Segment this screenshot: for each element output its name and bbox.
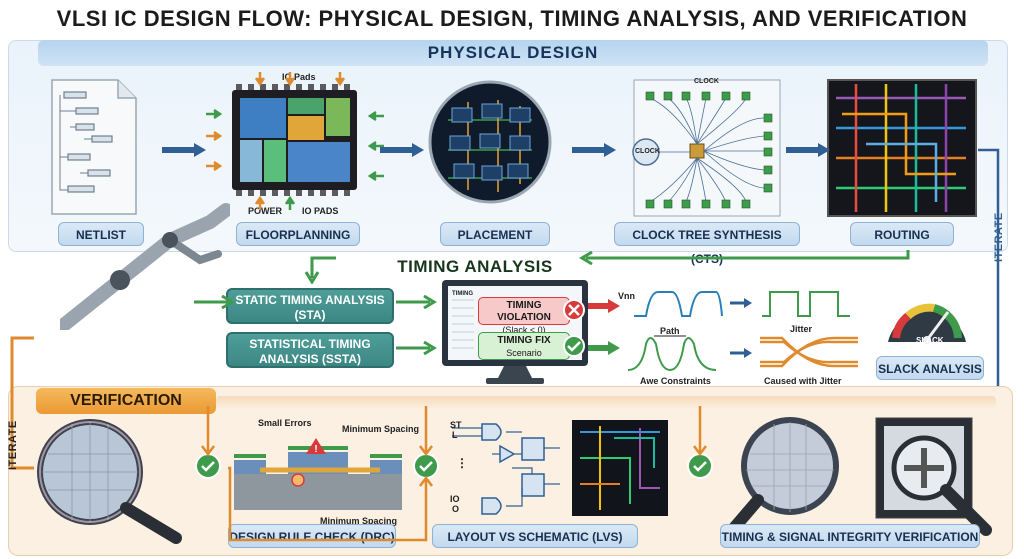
io-pads-bottom-label: IO PADS	[302, 206, 339, 216]
arrow-sta-to-monitor	[396, 294, 437, 310]
ssta-box: STATISTICAL TIMING ANALYSIS (SSTA)	[226, 332, 394, 368]
timing-violation-label: TIMING VIOLATION	[497, 300, 551, 323]
io-pad-arrows	[206, 72, 384, 210]
arrow-netlist-to-floorplan	[162, 143, 206, 157]
timing-fix-sub: Scenario	[506, 348, 542, 358]
lvs-schematic-image	[452, 423, 560, 515]
timing-fix-box: TIMING FIX Scenario	[478, 332, 570, 360]
eye-diagram	[760, 336, 858, 368]
lvs-label: LAYOUT VS SCHEMATIC (LVS)	[432, 524, 638, 548]
timing-fix-label: TIMING FIX	[497, 335, 551, 346]
cts-image	[632, 79, 781, 217]
error-x-icon	[563, 299, 585, 321]
io-pads-top-label: IO Pads	[282, 72, 316, 82]
caused-jitter-label: Caused with Jitter	[764, 376, 842, 386]
floorplan-chip-image	[232, 84, 357, 196]
stage-label-netlist: NETLIST	[58, 222, 144, 246]
stage-label-routing: ROUTING	[850, 222, 954, 246]
awe-constraints-label: Awe Constraints	[640, 376, 711, 386]
waveform-path	[627, 335, 717, 372]
routing-image	[827, 79, 977, 217]
arrow-into-sta	[194, 294, 235, 310]
path-label: Path	[660, 326, 680, 336]
lvs-pin-o: O	[452, 504, 460, 514]
lvs-pin-io: IO	[450, 494, 460, 504]
physical-design-banner: PHYSICAL DESIGN	[38, 40, 988, 66]
verification-banner: VERIFICATION	[36, 388, 216, 414]
slack-analysis-label: SLACK ANALYSIS	[876, 356, 984, 380]
stage-label-cts: CLOCK TREE SYNTHESIS (CTS)	[614, 222, 800, 266]
monitor-header: TIMING	[452, 291, 473, 297]
min-spacing-top-label: Minimum Spacing	[342, 424, 420, 434]
timing-violation-box: TIMING VIOLATION (Slack < 0)	[478, 297, 570, 335]
arrow-wave-top	[730, 298, 752, 308]
arrow-ssta-to-monitor	[396, 340, 437, 356]
lvs-pin-dots: ⋮	[456, 456, 468, 470]
waveform-fixed	[762, 291, 850, 317]
page-title: VLSI IC DESIGN FLOW: PHYSICAL DESIGN, TI…	[56, 6, 968, 31]
stage-label-floorplanning: FLOORPLANNING	[236, 222, 360, 246]
placement-image	[428, 80, 552, 204]
min-spacing-bottom-label: Minimum Spacing	[320, 516, 398, 526]
arrow-wave-bottom	[730, 348, 752, 358]
timing-analysis-title: TIMING ANALYSIS	[397, 257, 553, 276]
clock-source-label: CLOCK	[635, 148, 660, 155]
timing-violation-sub: (Slack < 0)	[502, 325, 546, 335]
verification-flow-lines	[201, 406, 707, 542]
stage-label-placement: PLACEMENT	[440, 222, 550, 246]
wafer-magnifier-image	[37, 419, 182, 544]
lvs-pin-st: ST	[450, 420, 462, 430]
waveform-violation	[634, 291, 723, 317]
vnn-label: Vnn	[618, 291, 635, 301]
tsi-label: TIMING & SIGNAL INTEGRITY VERIFICATION	[720, 524, 980, 548]
sta-box: STATIC TIMING ANALYSIS (STA)	[226, 288, 394, 324]
iterate-arrow-routing-to-timing	[304, 250, 910, 284]
slack-gauge-text: SLACK	[916, 336, 944, 345]
drc-cross-section-image: !	[234, 438, 402, 510]
arrow-floorplan-to-placement	[380, 143, 424, 157]
slack-gauge-image	[888, 303, 966, 344]
iterate-left-label: ITERATE	[7, 420, 19, 470]
netlist-document-icon	[51, 79, 137, 215]
success-check-icon	[563, 335, 585, 357]
verification-strip	[216, 396, 996, 408]
svg-text:!: !	[314, 444, 317, 455]
iterate-right-label: ITERATE	[993, 212, 1005, 262]
check-icon-1	[195, 453, 221, 479]
signal-integrity-magnifier-image	[728, 417, 992, 536]
power-label: POWER	[248, 206, 283, 216]
arrow-cts-to-routing	[786, 143, 830, 157]
iterate-arrow-left	[10, 336, 34, 470]
arrow-placement-to-cts	[572, 143, 616, 157]
robot-hand-image	[60, 203, 230, 330]
red-arrow-icon	[588, 299, 620, 313]
clock-top-label: CLOCK	[694, 78, 719, 85]
green-arrow-icon	[588, 341, 620, 355]
small-errors-label: Small Errors	[258, 418, 312, 428]
lvs-pin-l: L	[452, 430, 458, 440]
jitter-label: Jitter	[790, 324, 813, 334]
lvs-layout-image	[572, 420, 668, 516]
